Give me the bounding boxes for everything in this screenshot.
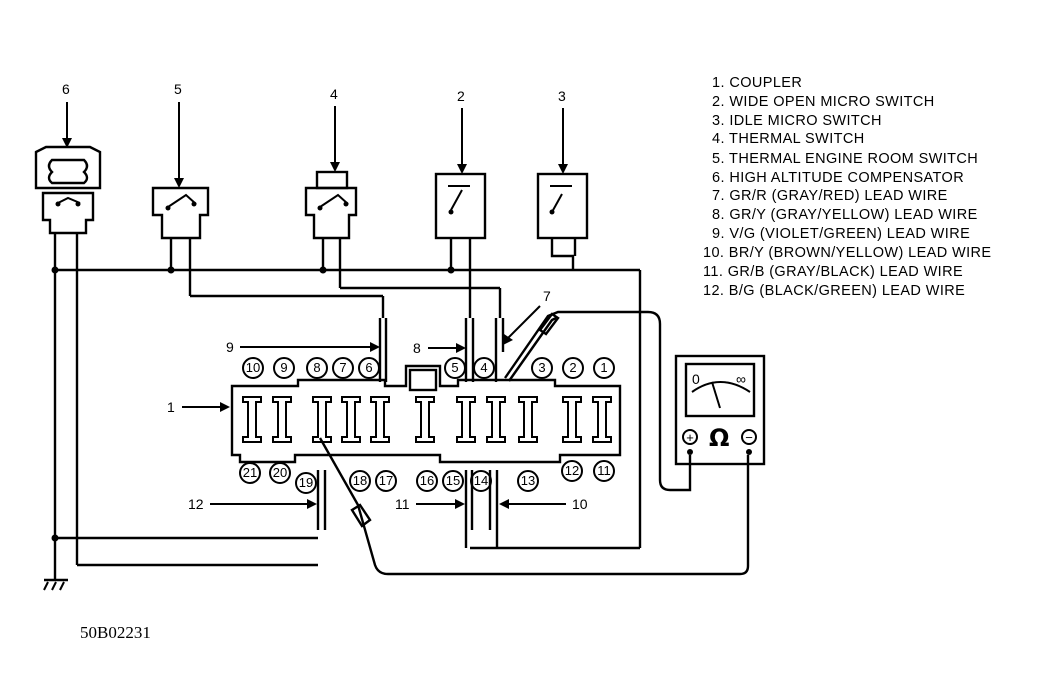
coupler-callouts: 1 9 8 7 12 11 10	[167, 288, 588, 512]
callout-1: 1	[167, 399, 175, 415]
idle-micro-switch	[536, 172, 589, 240]
callout-10: 10	[572, 496, 588, 512]
pin-number: 7	[339, 360, 346, 375]
top-callouts: 6 5 4 2 3	[62, 81, 568, 188]
callout-3: 3	[558, 88, 566, 104]
callout-5: 5	[174, 81, 182, 97]
callout-2: 2	[457, 88, 465, 104]
ohmmeter: 0 ∞ + − Ω	[674, 354, 766, 466]
positive-terminal-label: +	[686, 430, 694, 445]
pin-number: 13	[521, 473, 535, 488]
negative-terminal	[741, 429, 757, 445]
pin-number: 2	[569, 360, 576, 375]
legend-item: 11. GR/B (GRAY/BLACK) LEAD WIRE	[703, 264, 963, 280]
legend-item: 9. V/G (VIOLET/GREEN) LEAD WIRE	[712, 226, 970, 242]
legend-item: 5. THERMAL ENGINE ROOM SWITCH	[712, 151, 978, 167]
pin-number: 20	[273, 465, 287, 480]
pin-numbers-bottom: 21 20 19 18 17 16 15 14 13 12 11	[239, 460, 615, 494]
pin-number: 5	[451, 360, 458, 375]
pin-number: 16	[420, 473, 434, 488]
pin-numbers-top: 10 9 8 7 6 5 4 3 2 1	[242, 357, 615, 379]
pin-number: 18	[353, 473, 367, 488]
pin-number: 1	[600, 360, 607, 375]
callout-12: 12	[188, 496, 204, 512]
callout-4: 4	[330, 86, 338, 102]
callout-9: 9	[226, 339, 234, 355]
callout-8: 8	[413, 340, 421, 356]
test-probes	[318, 310, 750, 576]
high-altitude-compensator	[34, 145, 102, 235]
legend-item: 3. IDLE MICRO SWITCH	[712, 113, 882, 129]
coupler-pin-slots	[242, 396, 612, 443]
pin-number: 19	[299, 475, 313, 490]
meter-scale-infinity: ∞	[736, 371, 746, 387]
coupler-terminal	[486, 396, 506, 443]
legend-item: 2. WIDE OPEN MICRO SWITCH	[712, 94, 935, 110]
coupler-terminal	[341, 396, 361, 443]
pin-number: 12	[565, 463, 579, 478]
callout-7: 7	[543, 288, 551, 304]
pin-number: 14	[474, 473, 488, 488]
legend-item: 4. THERMAL SWITCH	[712, 131, 865, 147]
coupler-terminal	[562, 396, 582, 443]
legend-item: 12. B/G (BLACK/GREEN) LEAD WIRE	[703, 283, 965, 299]
pin-number: 4	[480, 360, 487, 375]
negative-terminal-label: −	[745, 430, 753, 445]
figure-code: 50B02231	[80, 623, 151, 642]
coupler-terminal	[456, 396, 476, 443]
legend-item: 8. GR/Y (GRAY/YELLOW) LEAD WIRE	[712, 207, 978, 223]
coupler-terminal	[518, 396, 538, 443]
legend-item: 1. COUPLER	[712, 75, 802, 91]
coupler-terminal	[370, 396, 390, 443]
coupler-terminal	[592, 396, 612, 443]
legend: 1. COUPLER 2. WIDE OPEN MICRO SWITCH 3. …	[703, 75, 992, 299]
pin-number: 21	[243, 465, 257, 480]
coupler-terminal	[272, 396, 292, 443]
thermal-switch	[304, 170, 358, 240]
pin-number: 11	[597, 463, 611, 478]
pin-number: 6	[365, 360, 372, 375]
positive-terminal	[682, 429, 698, 445]
ohm-icon: Ω	[709, 424, 729, 452]
coupler-terminal	[415, 396, 435, 443]
pin-number: 9	[280, 360, 287, 375]
wiring	[43, 233, 642, 591]
pin-number: 17	[379, 473, 393, 488]
thermal-engine-room-switch	[151, 186, 210, 240]
coupler	[230, 364, 622, 464]
callout-6: 6	[62, 81, 70, 97]
pin-number: 8	[313, 360, 320, 375]
pin-number: 15	[446, 473, 460, 488]
coupler-terminal	[242, 396, 262, 443]
wide-open-micro-switch	[434, 172, 487, 240]
pin-number: 10	[246, 360, 260, 375]
legend-item: 6. HIGH ALTITUDE COMPENSATOR	[712, 170, 964, 186]
legend-item: 7. GR/R (GRAY/RED) LEAD WIRE	[712, 188, 948, 204]
callout-11: 11	[395, 496, 410, 512]
legend-item: 10. BR/Y (BROWN/YELLOW) LEAD WIRE	[703, 245, 992, 261]
meter-scale-zero: 0	[692, 371, 700, 387]
pin-number: 3	[538, 360, 545, 375]
coupler-terminal	[312, 396, 332, 443]
